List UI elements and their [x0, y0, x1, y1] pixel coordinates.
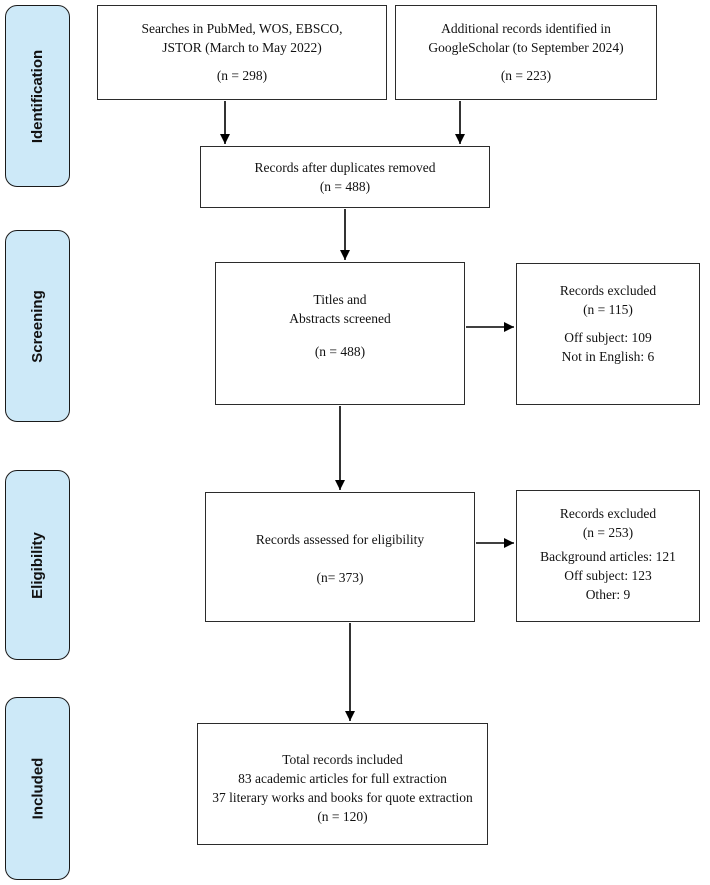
titles-abstracts-line2: Abstracts screened [289, 311, 391, 326]
total-included-line2: 83 academic articles for full extraction [238, 771, 447, 786]
stage-eligibility: Eligibility [5, 470, 70, 660]
search-sources-line1: Searches in PubMed, WOS, EBSCO, [141, 21, 343, 36]
additional-records-count: (n = 223) [500, 68, 552, 83]
duplicates-removed-line: Records after duplicates removed [254, 160, 436, 175]
total-included-box: Total records included 83 academic artic… [197, 723, 488, 845]
records-excluded-eligibility-box: Records excluded (n = 253) Background ar… [516, 490, 700, 622]
records-excluded-eligibility-detail2: Off subject: 123 [564, 568, 652, 583]
records-excluded-screening-detail1: Off subject: 109 [564, 330, 652, 345]
total-included-line1: Total records included [282, 752, 403, 767]
stage-identification: Identification [5, 5, 70, 187]
records-excluded-eligibility-title: Records excluded [559, 506, 657, 521]
search-sources-line2: JSTOR (March to May 2022) [162, 40, 322, 55]
records-assessed-box: Records assessed for eligibility (n= 373… [205, 492, 475, 622]
duplicates-removed-box: Records after duplicates removed (n = 48… [200, 146, 490, 208]
additional-records-line1: Additional records identified in [441, 21, 611, 36]
stage-screening-label: Screening [29, 289, 46, 363]
records-excluded-eligibility-count: (n = 253) [582, 525, 634, 540]
duplicates-removed-count: (n = 488) [319, 179, 371, 194]
total-included-line3: 37 literary works and books for quote ex… [212, 790, 473, 805]
titles-abstracts-line1: Titles and [313, 292, 367, 307]
search-sources-box: Searches in PubMed, WOS, EBSCO, JSTOR (M… [97, 5, 387, 100]
records-excluded-screening-count: (n = 115) [583, 302, 633, 317]
titles-abstracts-screened-box: Titles and Abstracts screened (n = 488) [215, 262, 465, 405]
stage-eligibility-label: Eligibility [29, 531, 46, 599]
additional-records-box: Additional records identified in GoogleS… [395, 5, 657, 100]
total-included-count: (n = 120) [317, 809, 368, 824]
records-assessed-count: (n= 373) [316, 570, 364, 585]
records-excluded-screening-detail2: Not in English: 6 [561, 349, 655, 364]
stage-included: Included [5, 697, 70, 880]
stage-included-label: Included [28, 757, 46, 820]
records-assessed-line: Records assessed for eligibility [255, 532, 425, 547]
search-sources-count: (n = 298) [216, 68, 268, 83]
stage-identification-label: Identification [29, 49, 46, 143]
additional-records-line2: GoogleScholar (to September 2024) [428, 40, 624, 55]
stage-screening: Screening [5, 230, 70, 422]
records-excluded-screening-title: Records excluded [559, 283, 657, 298]
records-excluded-screening-box: Records excluded (n = 115) Off subject: … [516, 263, 700, 405]
records-excluded-eligibility-detail1: Background articles: 121 [540, 549, 676, 564]
records-excluded-eligibility-detail3: Other: 9 [585, 587, 631, 602]
titles-abstracts-count: (n = 488) [314, 344, 366, 359]
